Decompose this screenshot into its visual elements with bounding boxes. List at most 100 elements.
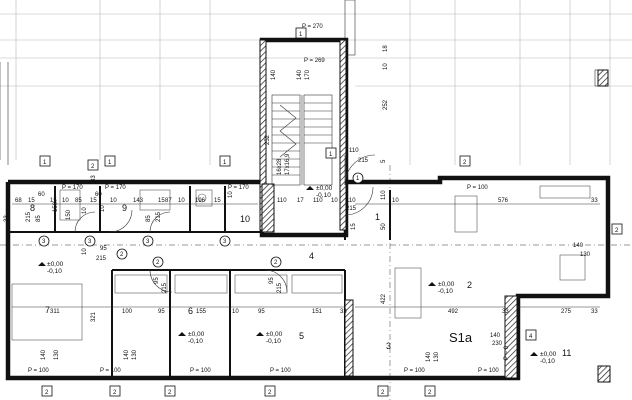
svg-text:215: 215 bbox=[156, 211, 162, 222]
svg-text:2: 2 bbox=[168, 390, 172, 396]
svg-text:140: 140 bbox=[271, 69, 277, 80]
svg-text:130: 130 bbox=[434, 351, 440, 362]
svg-text:-0,10: -0,10 bbox=[47, 268, 62, 275]
svg-text:2: 2 bbox=[268, 390, 272, 396]
window-tags: 1 1 1 1 1 2 2 2 2 2 2 2 2 4 2 bbox=[39, 27, 623, 397]
svg-text:17: 17 bbox=[297, 198, 304, 204]
context-grid bbox=[0, 0, 632, 165]
sill-label: P = 100 bbox=[478, 368, 499, 374]
svg-text:-0,10: -0,10 bbox=[266, 338, 281, 345]
svg-text:1: 1 bbox=[356, 176, 360, 182]
door-tags: 3 3 3 3 2 2 2 1 bbox=[38, 172, 364, 268]
svg-text:252: 252 bbox=[383, 99, 389, 110]
svg-text:±0,00: ±0,00 bbox=[540, 351, 557, 358]
sill-label: P = 100 bbox=[404, 368, 425, 374]
window-tag: 2 bbox=[109, 385, 121, 397]
svg-text:33: 33 bbox=[502, 309, 509, 315]
svg-text:60: 60 bbox=[95, 192, 102, 198]
sill-label: P = 100 bbox=[467, 185, 488, 191]
svg-text:215: 215 bbox=[277, 282, 283, 293]
svg-text:33: 33 bbox=[591, 309, 598, 315]
exterior-walls bbox=[5, 37, 611, 381]
window-tag: 1 bbox=[39, 155, 51, 167]
svg-text:3: 3 bbox=[42, 239, 46, 245]
sill-label: P = 100 bbox=[100, 368, 121, 374]
svg-text:10: 10 bbox=[100, 205, 106, 212]
svg-text:252: 252 bbox=[265, 134, 271, 145]
window-tag: 2 bbox=[164, 385, 176, 397]
room-number: 8 bbox=[30, 203, 35, 213]
window-tag: 1 bbox=[295, 27, 307, 39]
svg-text:±0,00: ±0,00 bbox=[316, 185, 333, 192]
door-tag: 3 bbox=[219, 235, 231, 247]
svg-text:155: 155 bbox=[196, 309, 207, 315]
level-markers: ±0,00-0,10 ±0,00-0,10 ±0,00-0,10 ±0,00-0… bbox=[38, 185, 557, 365]
svg-text:215: 215 bbox=[26, 211, 32, 222]
svg-text:10: 10 bbox=[228, 191, 234, 198]
svg-text:110: 110 bbox=[313, 198, 323, 204]
svg-text:110: 110 bbox=[381, 190, 387, 200]
svg-text:10: 10 bbox=[178, 198, 185, 204]
svg-text:±0,00: ±0,00 bbox=[47, 261, 64, 268]
level-marker: ±0,00-0,10 bbox=[38, 261, 64, 275]
sill-label: P = 269 bbox=[304, 58, 325, 64]
svg-text:110: 110 bbox=[277, 198, 287, 204]
room-numbers: 1 2 3 4 5 6 7 8 9 10 11 bbox=[30, 203, 571, 358]
window-tag: 2 bbox=[41, 385, 53, 397]
sill-label: P = 170 bbox=[228, 185, 249, 191]
svg-text:1: 1 bbox=[329, 152, 333, 158]
svg-text:60: 60 bbox=[38, 192, 45, 198]
svg-text:2: 2 bbox=[381, 390, 385, 396]
svg-text:100: 100 bbox=[122, 309, 133, 315]
svg-text:15: 15 bbox=[90, 198, 97, 204]
svg-text:321: 321 bbox=[91, 311, 97, 322]
staircase bbox=[271, 94, 333, 186]
svg-text:150: 150 bbox=[53, 201, 59, 212]
svg-text:2: 2 bbox=[120, 252, 124, 258]
svg-text:85: 85 bbox=[146, 215, 152, 222]
level-marker: ±0,00-0,10 bbox=[178, 331, 205, 345]
svg-text:50: 50 bbox=[381, 223, 387, 230]
svg-text:95: 95 bbox=[154, 277, 160, 284]
svg-text:33: 33 bbox=[340, 309, 347, 315]
svg-text:2: 2 bbox=[113, 390, 117, 396]
svg-text:140: 140 bbox=[297, 69, 303, 80]
window-tag: 1 bbox=[325, 147, 337, 159]
svg-text:10: 10 bbox=[110, 198, 117, 204]
svg-text:422: 422 bbox=[381, 293, 387, 304]
svg-text:215: 215 bbox=[96, 256, 107, 262]
window-tag: 1 bbox=[104, 155, 116, 167]
sill-label: P = 270 bbox=[302, 24, 323, 30]
svg-text:3: 3 bbox=[223, 239, 227, 245]
window-tag: 2 bbox=[459, 155, 471, 167]
svg-text:5: 5 bbox=[381, 159, 387, 163]
dimension-labels: 68 15 60 15 10 85 15 60 10 143 15 87 10 … bbox=[4, 45, 600, 362]
svg-text:230: 230 bbox=[492, 341, 503, 347]
room-number: 10 bbox=[240, 214, 250, 224]
door-swings bbox=[74, 154, 376, 293]
svg-text:110: 110 bbox=[346, 198, 356, 204]
svg-text:10: 10 bbox=[331, 198, 338, 204]
svg-text:33: 33 bbox=[91, 175, 97, 182]
svg-text:110: 110 bbox=[349, 148, 359, 154]
sill-label: P = 100 bbox=[28, 368, 49, 374]
svg-text:140: 140 bbox=[490, 333, 501, 339]
sill-label: P = 100 bbox=[270, 368, 291, 374]
svg-text:215: 215 bbox=[346, 206, 357, 212]
svg-text:±0,00: ±0,00 bbox=[266, 331, 283, 338]
room-number: 6 bbox=[188, 306, 193, 316]
svg-text:95: 95 bbox=[100, 246, 107, 252]
room-number: 3 bbox=[386, 341, 391, 351]
door-tag: 3 bbox=[142, 235, 154, 247]
svg-text:143: 143 bbox=[133, 198, 144, 204]
unit-label: S1a bbox=[449, 330, 473, 345]
room-number: 1 bbox=[375, 212, 380, 222]
svg-text:196: 196 bbox=[195, 198, 206, 204]
svg-text:±0,00: ±0,00 bbox=[188, 331, 205, 338]
svg-text:10: 10 bbox=[383, 63, 389, 70]
svg-text:3: 3 bbox=[146, 239, 150, 245]
sill-label: P = 170 bbox=[105, 185, 126, 191]
door-tag: 1 bbox=[352, 172, 364, 184]
svg-text:2: 2 bbox=[428, 390, 432, 396]
window-tag: 2 bbox=[87, 159, 99, 171]
